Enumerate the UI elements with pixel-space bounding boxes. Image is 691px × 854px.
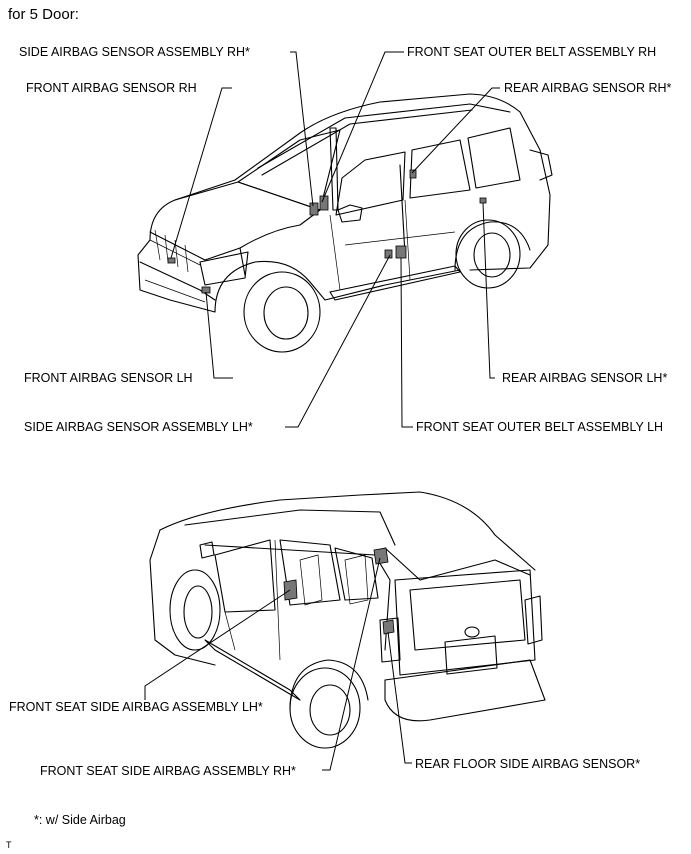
label-front-seat-side-airbag-lh: FRONT SEAT SIDE AIRBAG ASSEMBLY LH* bbox=[9, 700, 263, 714]
rear-view-leader-lines bbox=[144, 557, 412, 771]
rear-view-vehicle-drawing bbox=[149, 491, 546, 749]
front-view-leader-lines bbox=[170, 51, 500, 428]
label-rear-airbag-sensor-rh: REAR AIRBAG SENSOR RH* bbox=[504, 81, 672, 95]
label-front-airbag-sensor-rh: FRONT AIRBAG SENSOR RH bbox=[26, 81, 197, 95]
label-front-seat-outer-belt-rh: FRONT SEAT OUTER BELT ASSEMBLY RH bbox=[407, 45, 657, 59]
label-rear-floor-side-airbag-sensor: REAR FLOOR SIDE AIRBAG SENSOR* bbox=[415, 757, 641, 771]
front-view-vehicle-drawing bbox=[137, 93, 553, 353]
footnote: *: w/ Side Airbag bbox=[34, 813, 126, 827]
label-side-airbag-sensor-rh: SIDE AIRBAG SENSOR ASSEMBLY RH* bbox=[19, 45, 250, 59]
side-airbag-sensor-rh-part bbox=[309, 202, 319, 216]
corner-mark: T bbox=[6, 840, 12, 850]
label-front-airbag-sensor-lh: FRONT AIRBAG SENSOR LH bbox=[24, 371, 193, 385]
label-side-airbag-sensor-lh: SIDE AIRBAG SENSOR ASSEMBLY LH* bbox=[24, 420, 253, 434]
label-front-seat-outer-belt-lh: FRONT SEAT OUTER BELT ASSEMBLY LH bbox=[416, 420, 664, 434]
label-rear-airbag-sensor-lh: REAR AIRBAG SENSOR LH* bbox=[502, 371, 668, 385]
diagram-heading: for 5 Door: bbox=[8, 6, 79, 23]
label-front-seat-side-airbag-rh: FRONT SEAT SIDE AIRBAG ASSEMBLY RH* bbox=[40, 764, 296, 778]
